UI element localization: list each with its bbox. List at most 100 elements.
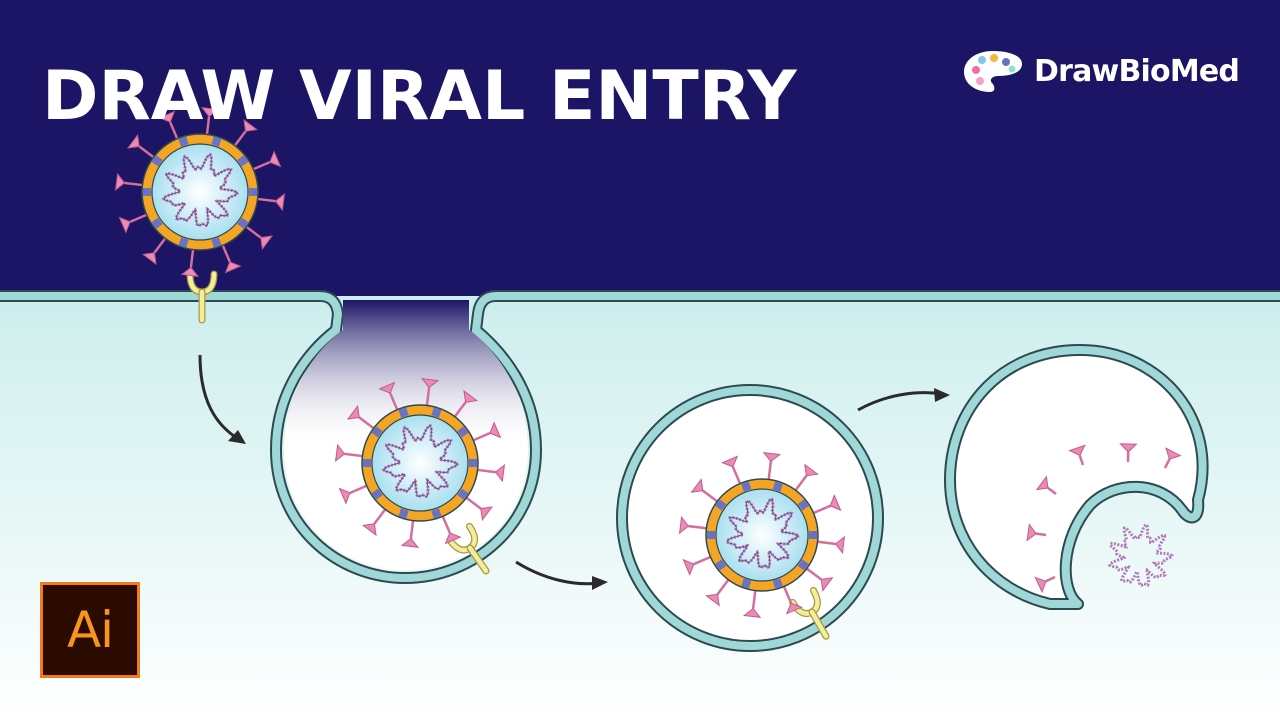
spike-stalk (169, 121, 179, 140)
spike-protein (762, 451, 782, 463)
membrane-protein (178, 136, 189, 147)
spike-stalk (233, 130, 247, 147)
spike-stalk (1163, 458, 1171, 469)
spike-stalk (252, 161, 271, 171)
spike-protein (118, 216, 131, 234)
spike-protein (463, 389, 479, 403)
membrane-protein (211, 136, 222, 147)
illustrator-logo: Ai (40, 582, 140, 678)
spike-protein (361, 523, 377, 537)
spike-stalk (716, 579, 730, 595)
membrane-protein (809, 531, 817, 539)
spike-protein (1035, 475, 1049, 491)
spike-protein (114, 172, 126, 192)
spike-stalk (1047, 487, 1057, 496)
membrane-protein (398, 407, 409, 418)
spike-protein (274, 192, 286, 212)
spike-stalk (189, 249, 195, 268)
membrane-protein (143, 188, 151, 196)
spike-protein (785, 602, 803, 615)
spike-stalk (373, 508, 387, 525)
spike-stalk (813, 504, 831, 515)
arrowhead (592, 576, 608, 590)
brand-name: DrawBioMed (1034, 53, 1240, 89)
membrane-protein (741, 578, 752, 589)
spike-stalk (817, 540, 836, 546)
spike-stalk (1045, 575, 1056, 583)
membrane-protein (431, 407, 442, 418)
spike-stalk (389, 392, 399, 411)
membrane-protein (178, 237, 189, 248)
spike-protein (489, 421, 502, 439)
spike-stalk (1035, 532, 1047, 537)
membrane-protein (797, 559, 809, 571)
spike-stalk (358, 416, 375, 430)
viral-rna-outline (726, 498, 799, 568)
membrane-protein (772, 481, 783, 492)
spike-stalk (205, 116, 211, 135)
spike-stalk (751, 590, 757, 609)
spike-protein (690, 478, 704, 493)
spike-protein (269, 150, 282, 168)
spike-stalk (441, 515, 451, 534)
endosome-membrane (618, 386, 882, 650)
spike-protein (400, 537, 420, 549)
membrane-protein (715, 559, 727, 571)
spike-protein (742, 607, 762, 619)
spike-protein (1165, 447, 1182, 460)
spike-protein (260, 235, 274, 251)
spike-stalk (409, 520, 415, 539)
membrane-protein (371, 488, 383, 500)
spike-protein (1034, 576, 1047, 594)
spike-stalk (806, 567, 822, 581)
ace2-receptor (789, 586, 830, 640)
membrane-protein (715, 499, 727, 511)
membrane-protein (797, 499, 809, 511)
membrane-protein (371, 426, 383, 438)
spike-protein (141, 252, 157, 266)
spike-protein (158, 110, 176, 123)
spike-stalk (702, 489, 718, 503)
membrane-protein (707, 531, 715, 539)
illustrator-logo-text: Ai (66, 601, 114, 659)
membrane-protein (457, 426, 469, 438)
spike-protein (721, 455, 739, 468)
spike-stalk (472, 432, 491, 442)
membrane-protein (211, 237, 222, 248)
spike-stalk (245, 225, 262, 239)
spike-stalk (257, 197, 276, 203)
spike-protein (180, 266, 200, 278)
spike-protein (346, 404, 360, 420)
spike-stalk (465, 496, 482, 510)
spike-protein (338, 487, 351, 505)
membrane-protein (151, 217, 163, 229)
spike-stalk (731, 466, 742, 484)
arrowhead (228, 430, 246, 444)
spike-stalk (453, 401, 467, 418)
membrane-protein (772, 578, 783, 589)
membrane-protein (431, 508, 442, 519)
spike-stalk (138, 145, 155, 159)
virus-in-endosome (678, 451, 846, 619)
page-title: DRAW VIRAL ENTRY (42, 57, 797, 136)
spike-stalk (129, 213, 148, 223)
spike-stalk (349, 484, 368, 494)
spike-protein (829, 494, 842, 512)
spike-protein (243, 118, 259, 132)
spike-stalk (782, 586, 793, 604)
brand-logo: DrawBioMed (962, 46, 1252, 96)
ace2-receptor (186, 270, 218, 324)
spike-protein (420, 377, 440, 389)
spike-stalk (124, 181, 143, 187)
fusing-endosome-membrane (946, 346, 1207, 608)
spike-protein (444, 532, 462, 545)
spike-stalk (153, 237, 167, 254)
spike-protein (494, 463, 506, 483)
virus-attached (114, 106, 286, 278)
spike-stalk (1078, 455, 1085, 466)
spike-stalk (767, 461, 773, 480)
spike-protein (705, 593, 720, 607)
spike-stalk (221, 244, 231, 263)
plasma-membrane-fill (0, 292, 1280, 583)
